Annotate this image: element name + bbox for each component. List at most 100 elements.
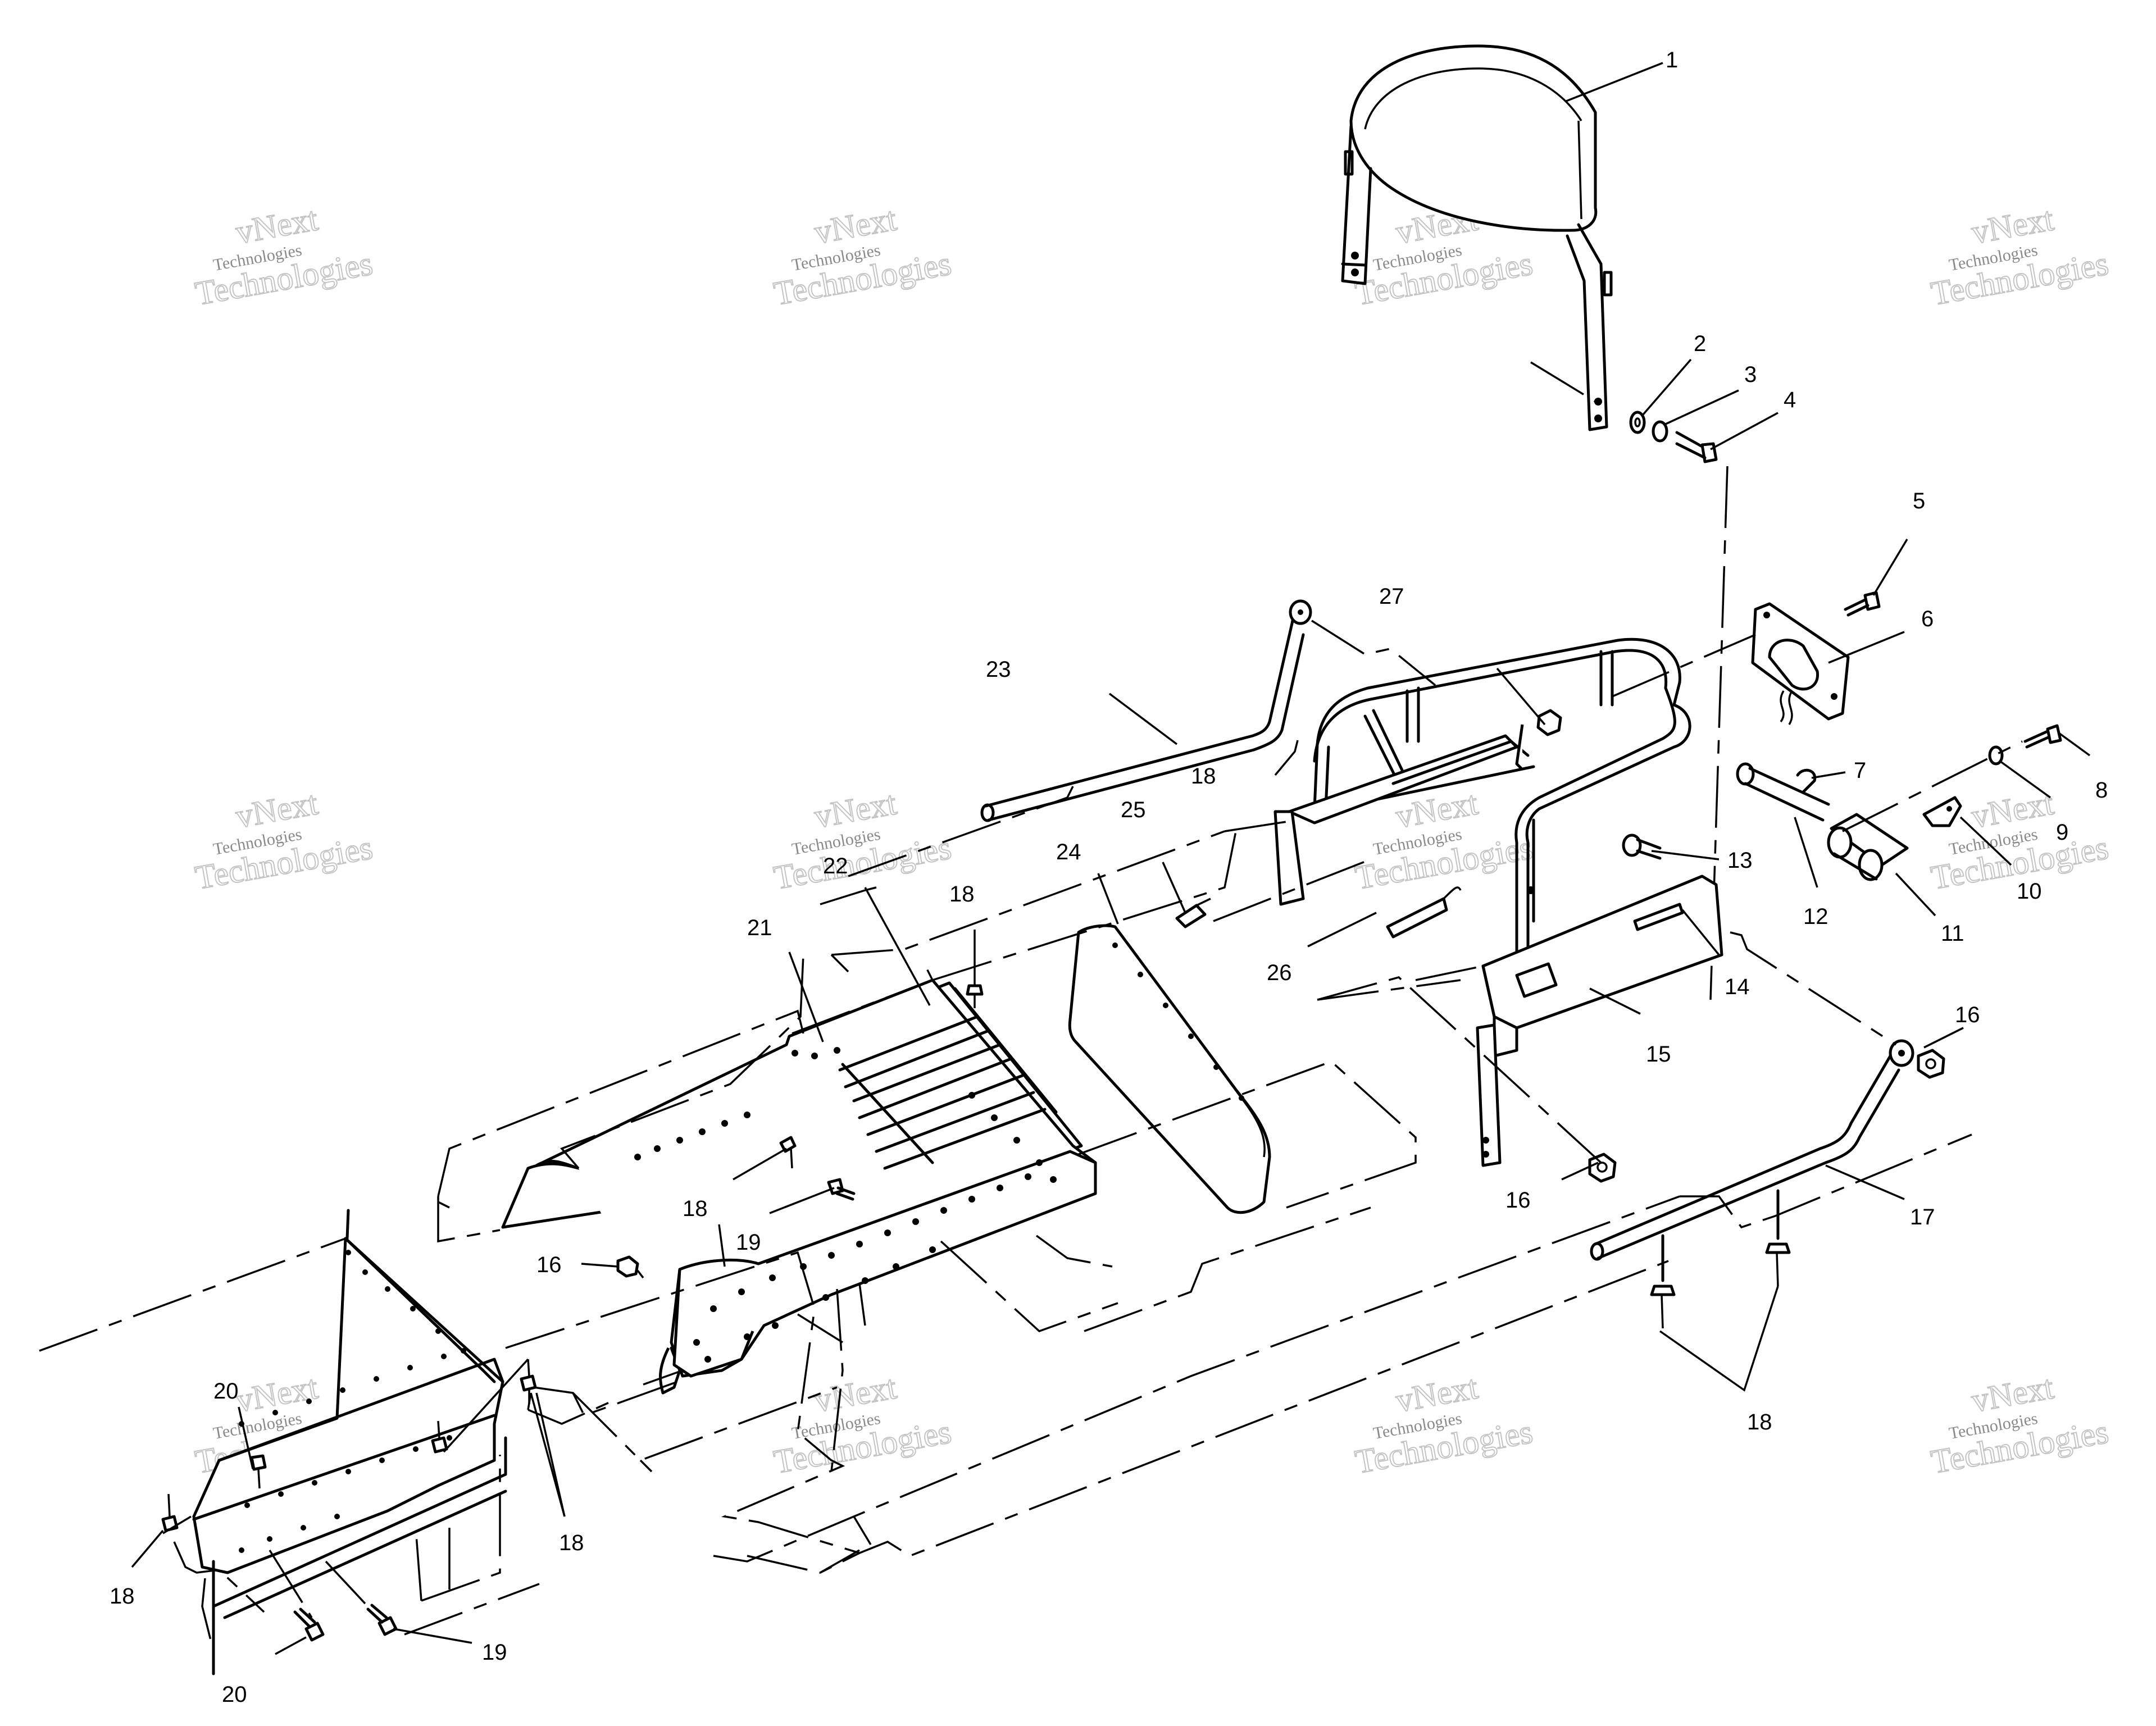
grab-handle-left xyxy=(980,599,1312,822)
callout-22: 22 xyxy=(823,854,848,878)
nut xyxy=(1917,1049,1945,1079)
callout-16-middle: 16 xyxy=(1505,1188,1531,1213)
watermark: vNext Technologies Technologies xyxy=(1928,199,2112,313)
callout-10: 10 xyxy=(2017,879,2042,904)
watermark-line1: vNext xyxy=(1969,200,2057,251)
watermark: vNext Technologies Technologies xyxy=(1352,199,1536,313)
rivet xyxy=(520,1359,537,1404)
callout-18-bumper-left: 18 xyxy=(110,1584,135,1609)
rivet xyxy=(1175,898,1211,928)
callout-18-inner: 18 xyxy=(683,1196,708,1221)
callout-11: 11 xyxy=(1941,921,1964,946)
callout-25: 25 xyxy=(1121,798,1146,822)
callout-27: 27 xyxy=(1379,584,1404,609)
rivet xyxy=(1386,886,1462,939)
assembly-line xyxy=(1530,361,1596,403)
callout-14: 14 xyxy=(1725,974,1750,999)
grab-handle-right xyxy=(1590,1039,1914,1261)
bumper-end xyxy=(345,1209,350,1240)
screw xyxy=(1844,591,1881,617)
clip-pin xyxy=(1796,768,1817,794)
clevis-pin xyxy=(1736,762,1830,822)
callout-23: 23 xyxy=(986,657,1011,682)
watermark-line1: vNext xyxy=(812,1368,899,1419)
callouts: 1 2 3 4 5 6 7 8 9 10 11 12 13 14 15 16 1… xyxy=(110,48,2108,1707)
watermark: vNext Technologies Technologies xyxy=(192,784,376,897)
watermark: vNext Technologies Technologies xyxy=(1352,1368,1536,1481)
callout-19-tunnel: 19 xyxy=(736,1230,761,1255)
bumper-holes xyxy=(239,1250,466,1553)
leader-lines xyxy=(131,62,2091,1655)
tunnel-holes xyxy=(634,1047,1057,1363)
callout-13: 13 xyxy=(1727,848,1753,873)
callout-21: 21 xyxy=(747,916,772,940)
callout-3: 3 xyxy=(1744,362,1757,387)
watermark: vNext Technologies Technologies xyxy=(771,1368,955,1481)
callout-20-lower: 20 xyxy=(222,1682,247,1707)
bolt xyxy=(293,1607,325,1642)
callout-16-left: 16 xyxy=(536,1253,562,1277)
bracket xyxy=(1922,796,1962,827)
watermark-line1: vNext xyxy=(233,200,321,251)
callout-7: 7 xyxy=(1854,758,1866,783)
watermark: vNext Technologies Technologies xyxy=(192,199,376,313)
nut xyxy=(616,1255,644,1279)
callout-8: 8 xyxy=(2095,778,2108,803)
backrest-frame xyxy=(1341,125,1613,431)
watermark-line1: vNext xyxy=(233,784,321,835)
bolt xyxy=(1675,431,1718,463)
callout-17: 17 xyxy=(1910,1205,1935,1229)
callout-18-rack: 18 xyxy=(1191,764,1216,789)
rear-bumper xyxy=(192,1237,507,1675)
bolt xyxy=(366,1604,398,1636)
tunnel-center xyxy=(501,978,1097,1395)
callout-26: 26 xyxy=(1267,960,1292,985)
callout-2: 2 xyxy=(1694,331,1706,356)
callout-18-bumper-right: 18 xyxy=(559,1531,584,1555)
callout-18-tunnel: 18 xyxy=(949,882,975,907)
lock-washer xyxy=(1652,420,1668,443)
callout-19-bumper: 19 xyxy=(482,1640,507,1665)
tail-light xyxy=(1751,602,1850,725)
watermark-line1: vNext xyxy=(812,784,899,835)
snow-flap xyxy=(1068,924,1271,1214)
watermark: vNext Technologies Technologies xyxy=(771,784,955,897)
backrest-pad xyxy=(1349,44,1598,232)
callout-18-right: 18 xyxy=(1747,1410,1772,1434)
watermark: vNext Technologies Technologies xyxy=(1928,1368,2112,1481)
assembly-line xyxy=(1730,931,1896,1046)
rivet xyxy=(1765,1189,1791,1287)
callout-9: 9 xyxy=(2056,820,2068,845)
assembly-line xyxy=(1612,634,1756,698)
callout-6: 6 xyxy=(1921,607,1934,631)
bolt xyxy=(250,1454,267,1489)
callout-24: 24 xyxy=(1056,840,1081,864)
callout-5: 5 xyxy=(1913,489,1925,513)
callout-1: 1 xyxy=(1666,48,1678,72)
nut xyxy=(1536,709,1562,736)
watermark: vNext Technologies Technologies xyxy=(771,199,955,313)
bolt xyxy=(1622,834,1662,860)
watermark-line1: vNext xyxy=(1393,1368,1481,1419)
chassis-outline xyxy=(39,786,1972,1652)
watermark: vNext Technologies Technologies xyxy=(1928,784,2112,897)
rivet xyxy=(779,1136,797,1169)
assembly-line xyxy=(1842,740,2023,832)
callout-4: 4 xyxy=(1784,388,1796,412)
bolt xyxy=(2023,724,2062,749)
watermarks: vNext Technologies Technologies vNext Te… xyxy=(192,199,2112,1481)
washer xyxy=(1629,411,1646,434)
nut xyxy=(1588,1153,1617,1183)
watermark-line1: vNext xyxy=(1969,1368,2057,1419)
callout-16-right: 16 xyxy=(1955,1003,1980,1027)
washer xyxy=(1988,745,2004,766)
luggage-rack xyxy=(1273,637,1723,1167)
assembly-line xyxy=(1311,620,1436,686)
callout-20-upper: 20 xyxy=(213,1379,239,1404)
callout-15: 15 xyxy=(1646,1042,1671,1067)
watermark-line1: vNext xyxy=(812,200,899,251)
rivet xyxy=(161,1493,179,1532)
rivet xyxy=(966,955,984,1008)
